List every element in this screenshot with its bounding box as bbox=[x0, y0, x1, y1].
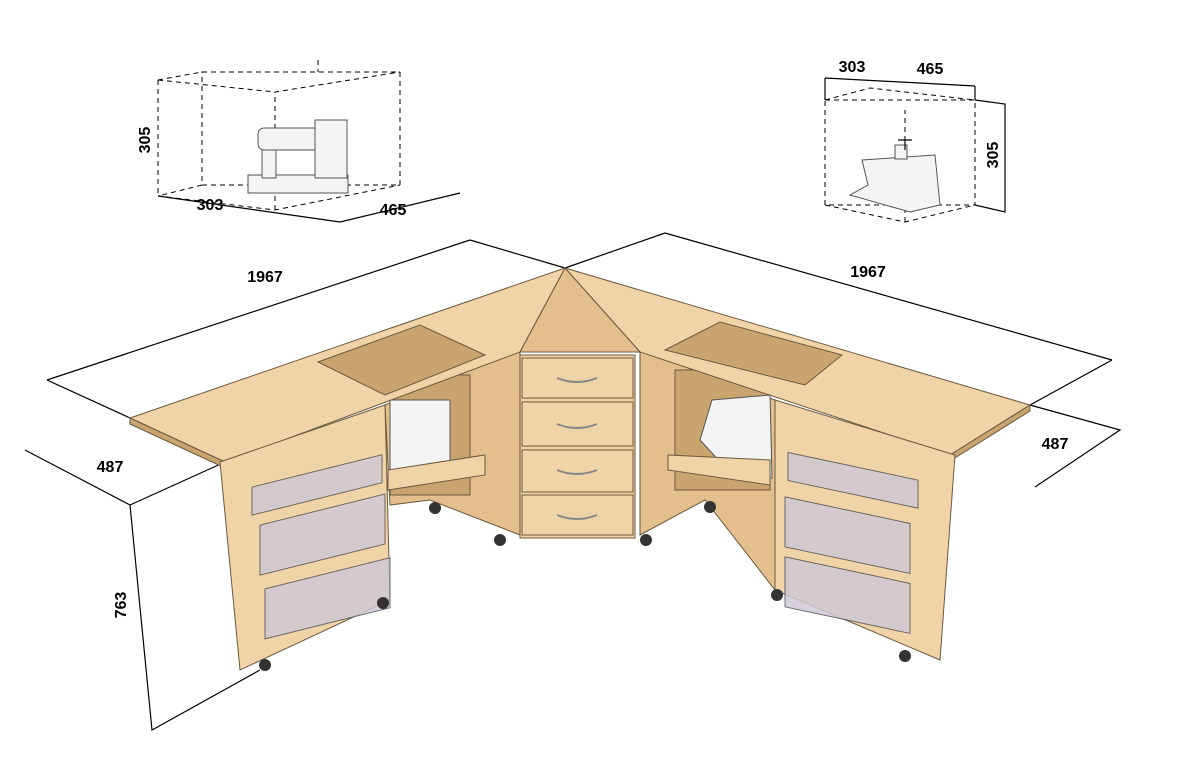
caster-wheels bbox=[259, 501, 911, 671]
left-machine-opening bbox=[316, 324, 487, 396]
right-machine-depth-label: 303 bbox=[839, 59, 866, 76]
left-machine-height-label: 305 bbox=[137, 127, 154, 154]
table-dimension-lines bbox=[24, 232, 1122, 731]
left-depth-label: 487 bbox=[97, 459, 124, 476]
drawer-1 bbox=[521, 357, 634, 399]
drawer-2 bbox=[521, 401, 634, 447]
right-depth-label: 487 bbox=[1042, 436, 1069, 453]
right-overlock-machine-icon bbox=[848, 139, 941, 213]
left-machine-bounding-box bbox=[157, 60, 461, 223]
left-sewing-machine-icon bbox=[247, 119, 349, 194]
drawer-4 bbox=[521, 494, 634, 536]
center-tabletop bbox=[519, 267, 642, 353]
right-machine-bounding-box bbox=[824, 77, 1006, 223]
height-label: 763 bbox=[113, 592, 130, 619]
drawer-3 bbox=[521, 449, 634, 493]
left-machine-depth-label: 303 bbox=[197, 197, 224, 214]
right-length-label: 1967 bbox=[850, 264, 886, 281]
left-machine-width-label: 465 bbox=[380, 202, 407, 219]
right-machine-width-label: 465 bbox=[917, 61, 944, 78]
corner-sewing-table bbox=[128, 267, 1032, 671]
right-machine-height-label: 305 bbox=[985, 142, 1002, 169]
right-machine-opening bbox=[663, 321, 844, 386]
left-length-label: 1967 bbox=[247, 269, 283, 286]
drawer-stack bbox=[519, 354, 636, 539]
